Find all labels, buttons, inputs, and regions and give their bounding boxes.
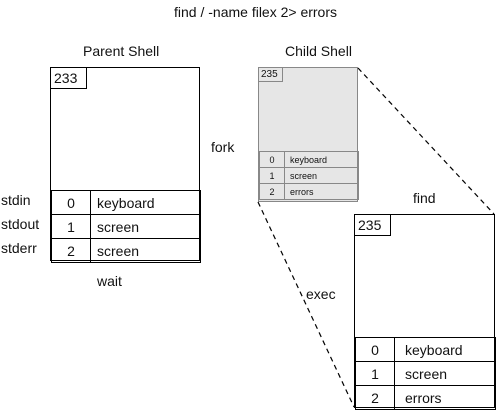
table-row: 1 screen [259, 167, 359, 184]
fd-target: screen [284, 167, 359, 184]
table-row: 0 keyboard [259, 151, 359, 168]
fd-target: keyboard [284, 151, 359, 168]
fd-target: keyboard [90, 190, 201, 215]
stdout-label: stdout [1, 216, 40, 232]
fd-number: 2 [259, 183, 285, 200]
table-row: 1 screen [51, 214, 201, 239]
fd-target: keyboard [394, 337, 496, 362]
table-row: 2 errors [259, 183, 359, 200]
command-title: find / -name filex 2> errors [174, 4, 338, 20]
parent-pid: 233 [51, 68, 87, 89]
find-process-title: find [413, 190, 436, 206]
child-fd-table: 0 keyboard 1 screen 2 errors [259, 151, 359, 200]
parent-shell-title: Parent Shell [83, 43, 160, 59]
table-row: 2 errors [355, 385, 496, 410]
parent-process-box: 233 0 keyboard 1 screen 2 screen [50, 67, 201, 263]
parent-status-wait: wait [97, 273, 122, 289]
child-shell-title: Child Shell [285, 43, 352, 59]
fd-target: errors [394, 385, 496, 410]
table-row: 2 screen [51, 238, 201, 263]
fd-target: screen [90, 238, 201, 263]
table-row: 0 keyboard [51, 190, 201, 215]
fd-target: errors [284, 183, 359, 200]
fd-number: 1 [355, 361, 395, 386]
fd-number: 0 [355, 337, 395, 362]
table-row: 1 screen [355, 361, 496, 386]
stdin-label: stdin [1, 192, 31, 208]
fd-number: 2 [355, 385, 395, 410]
exec-connector-bottom [257, 201, 355, 408]
fd-target: screen [394, 361, 496, 386]
child-pid: 235 [259, 68, 283, 82]
fd-number: 1 [259, 167, 285, 184]
fd-number: 0 [259, 151, 285, 168]
fd-number: 1 [51, 214, 91, 239]
fd-number: 2 [51, 238, 91, 263]
child-process-box: 235 0 keyboard 1 screen 2 errors [258, 67, 359, 202]
fork-label: fork [211, 139, 235, 155]
table-row: 0 keyboard [355, 337, 496, 362]
parent-fd-table: 0 keyboard 1 screen 2 screen [51, 190, 201, 263]
fd-number: 0 [51, 190, 91, 215]
exec-label: exec [306, 286, 336, 302]
fd-target: screen [90, 214, 201, 239]
find-fd-table: 0 keyboard 1 screen 2 errors [355, 337, 496, 410]
find-process-box: 235 0 keyboard 1 screen 2 errors [354, 214, 496, 410]
find-pid: 235 [355, 215, 391, 236]
stderr-label: stderr [1, 240, 37, 256]
